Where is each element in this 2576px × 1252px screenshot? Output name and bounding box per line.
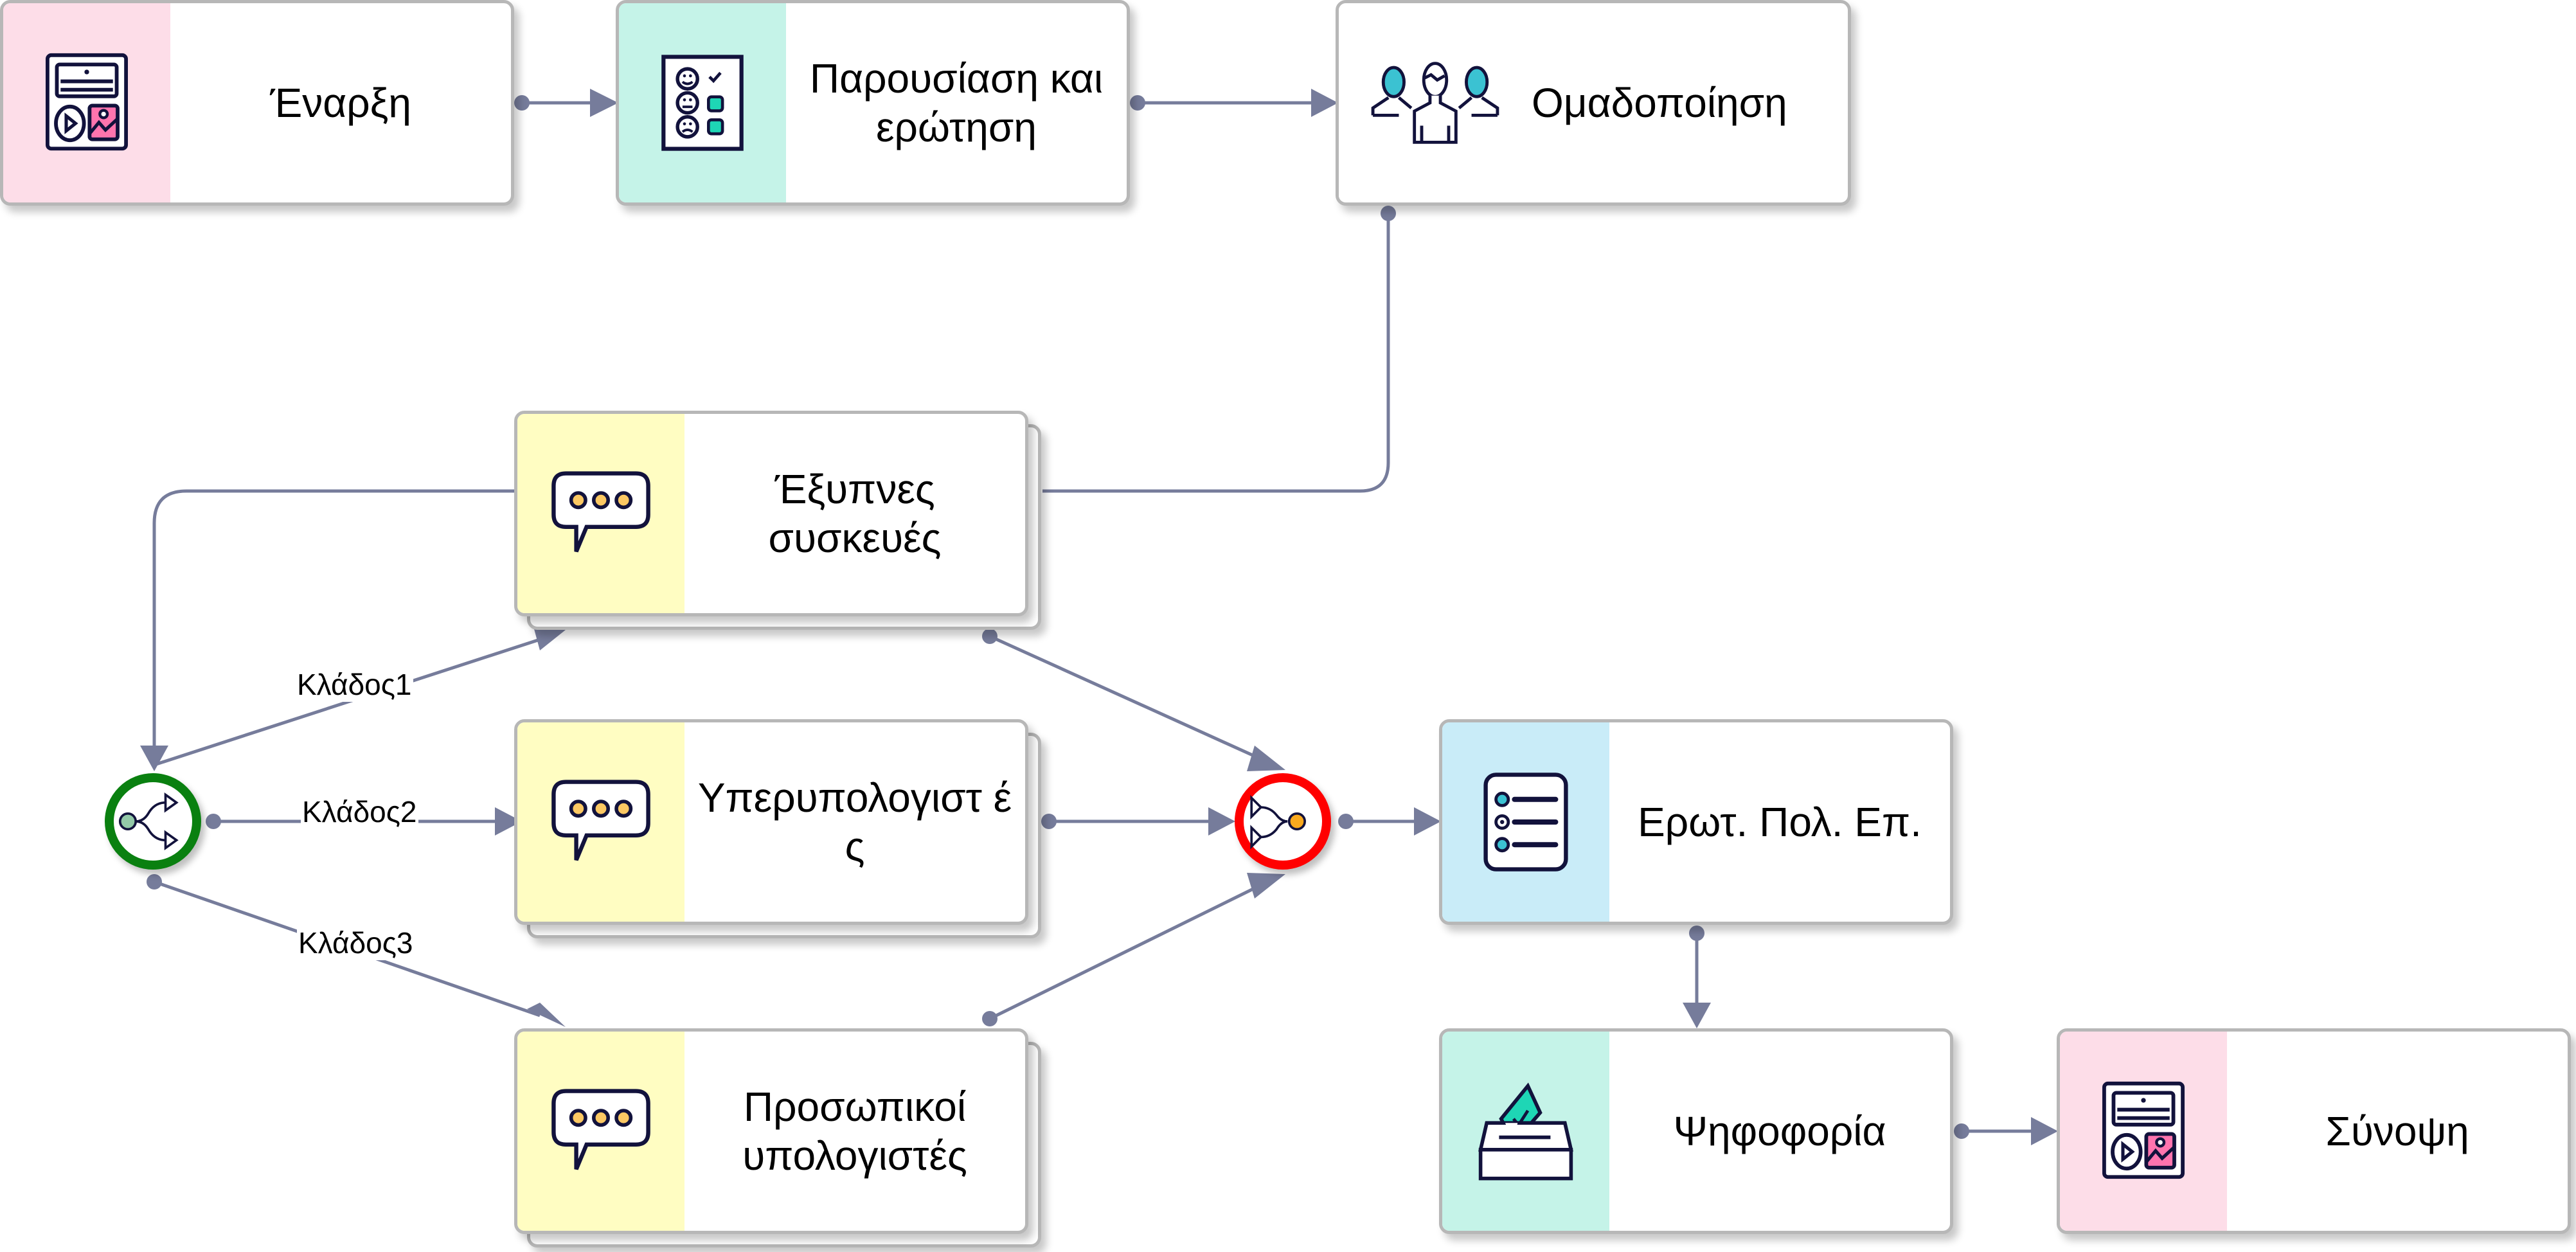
edge-branch1[interactable] xyxy=(154,638,541,767)
arrowhead xyxy=(1208,807,1235,836)
node-label: Ομαδοποίηση xyxy=(1532,80,1787,126)
node-grouping[interactable]: Ομαδοποίηση xyxy=(1336,0,1851,206)
arrowhead xyxy=(140,746,168,771)
node-voting[interactable]: Ψηφοφορία xyxy=(1439,1028,1953,1234)
node-label: Υπερυπολογιστ ές xyxy=(697,774,1012,870)
arrowhead xyxy=(1683,1003,1711,1028)
chat-bubble-icon xyxy=(551,471,650,553)
node-icon-panel xyxy=(517,722,684,922)
arrowhead xyxy=(495,807,522,836)
node-presentation[interactable]: Παρουσίαση και ερώτηση xyxy=(616,0,1130,206)
branch-merge-icon xyxy=(1250,794,1306,850)
arrowhead xyxy=(527,1003,566,1027)
port[interactable] xyxy=(206,814,221,829)
arrowhead xyxy=(533,627,566,650)
ballot-box-icon xyxy=(1478,1082,1573,1181)
node-personal-computers[interactable]: Προσωπικοί υπολογιστές xyxy=(514,1028,1028,1234)
node-icon-panel xyxy=(517,414,684,613)
node-icon-panel xyxy=(1339,3,1532,202)
node-label: Προσωπικοί υπολογιστές xyxy=(742,1084,967,1179)
port[interactable] xyxy=(982,629,997,644)
port[interactable] xyxy=(514,95,530,111)
node-icon-panel xyxy=(517,1032,684,1231)
node-summary[interactable]: Σύνοψη xyxy=(2057,1028,2571,1234)
chat-bubble-icon xyxy=(551,780,650,861)
arrowhead xyxy=(590,89,618,117)
arrowheads xyxy=(140,89,2058,1145)
arrowhead xyxy=(2031,1117,2058,1145)
node-label: Ψηφοφορία xyxy=(1673,1108,1886,1154)
edge-pc-join[interactable] xyxy=(988,884,1261,1021)
node-icon-panel xyxy=(1442,1032,1609,1231)
port[interactable] xyxy=(147,874,162,890)
arrowhead xyxy=(1414,807,1441,836)
node-supercomputers[interactable]: Υπερυπολογιστ ές xyxy=(514,719,1028,925)
edge-grouping-split[interactable] xyxy=(152,213,1390,746)
port[interactable] xyxy=(1381,206,1396,221)
node-icon-panel xyxy=(1442,722,1609,922)
edge-label-branch1: Κλάδος1 xyxy=(296,667,413,702)
group-users-icon xyxy=(1371,62,1499,144)
arrowhead xyxy=(1247,873,1285,899)
node-multiple-choice[interactable]: Ερωτ. Πολ. Επ. xyxy=(1439,719,1953,925)
chat-bubble-icon xyxy=(551,1089,650,1170)
edge-smart-join[interactable] xyxy=(988,634,1261,760)
node-label: Έναρξη xyxy=(270,80,411,126)
gateway-split[interactable] xyxy=(105,773,201,870)
node-label: Σύνοψη xyxy=(2325,1108,2469,1154)
node-label: Παρουσίαση και ερώτηση xyxy=(809,55,1104,150)
content-page-icon xyxy=(46,53,128,151)
connector-ports xyxy=(147,95,1969,1139)
port[interactable] xyxy=(1130,95,1145,111)
gateway-join[interactable] xyxy=(1235,773,1331,870)
multiple-choice-list-icon xyxy=(1483,773,1568,872)
edge-label-branch2: Κλάδος2 xyxy=(301,794,418,829)
port[interactable] xyxy=(1338,814,1354,829)
node-label: Ερωτ. Πολ. Επ. xyxy=(1638,799,1922,845)
node-start[interactable]: Έναρξη xyxy=(0,0,514,206)
node-smart-devices[interactable]: Έξυπνες συσκευές xyxy=(514,411,1028,616)
port[interactable] xyxy=(1689,926,1704,941)
node-icon-panel xyxy=(619,3,786,202)
edge-label-branch3: Κλάδος3 xyxy=(297,926,415,960)
content-page-icon xyxy=(2102,1081,2185,1179)
arrowhead xyxy=(1311,89,1338,117)
node-label: Έξυπνες συσκευές xyxy=(768,466,942,561)
port[interactable] xyxy=(1954,1123,1969,1139)
arrowhead xyxy=(1247,746,1285,771)
port[interactable] xyxy=(1041,814,1057,829)
branch-split-icon xyxy=(118,792,179,851)
port[interactable] xyxy=(982,1011,997,1026)
survey-checklist-icon xyxy=(661,55,744,151)
node-icon-panel xyxy=(2060,1032,2227,1231)
node-icon-panel xyxy=(3,3,170,202)
